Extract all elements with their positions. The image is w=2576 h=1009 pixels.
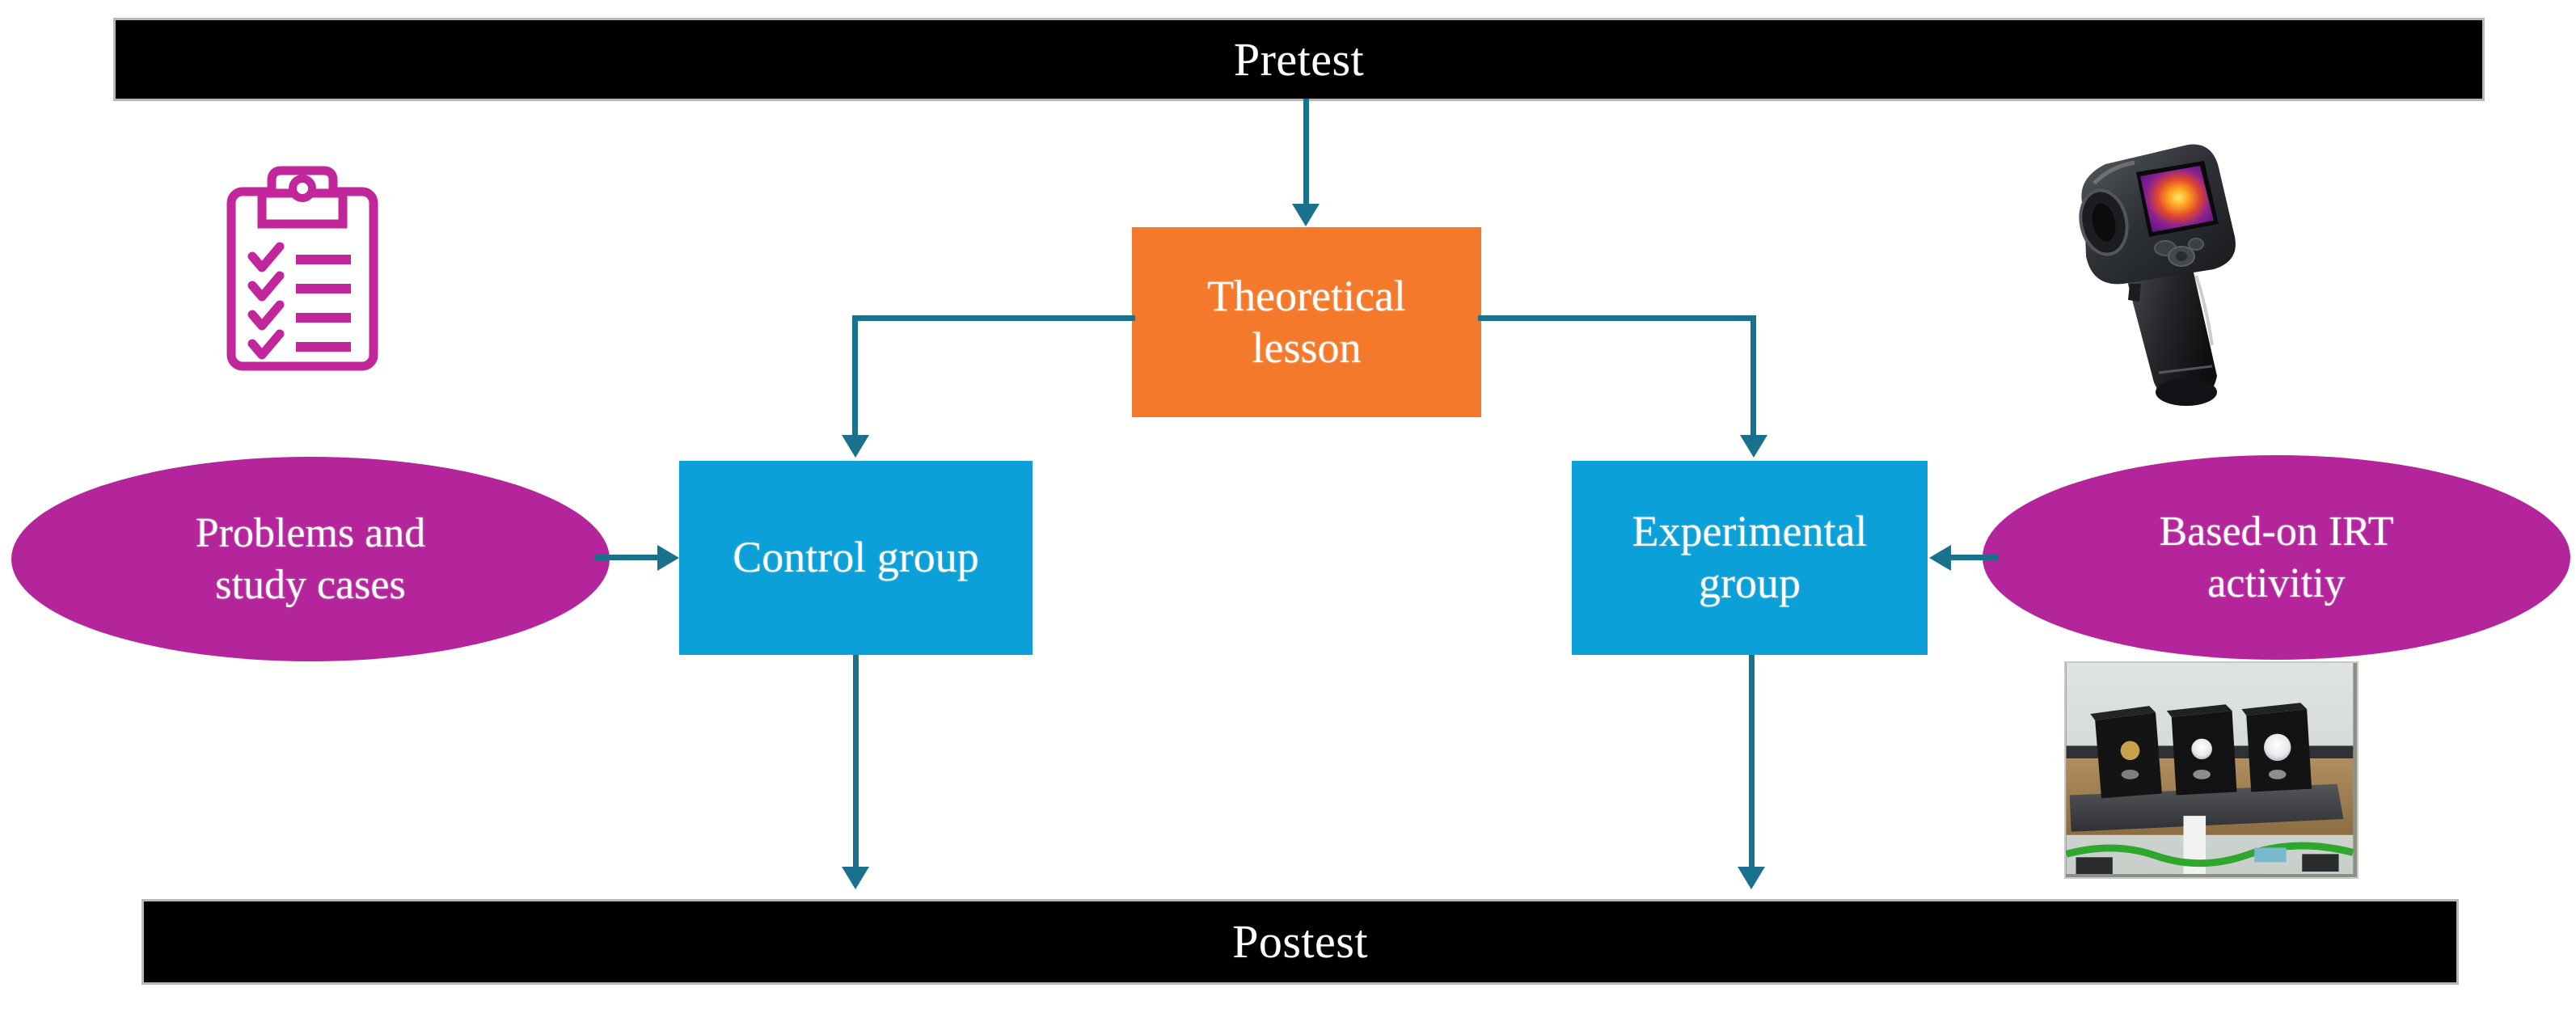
connector-theoretical-to-experimental-arrowhead <box>1740 435 1767 458</box>
connector-irt-to-experimental-arrowhead <box>1929 545 1951 571</box>
connector-problems-to-control-line <box>594 555 661 560</box>
pretest-banner: Pretest <box>116 20 2482 99</box>
irt-line1: Based-on IRT <box>2159 509 2394 555</box>
control-group-label: Control group <box>733 533 979 582</box>
connector-theoretical-to-experimental-horizontal <box>1478 315 1756 321</box>
experimental-group-line2: group <box>1699 559 1801 607</box>
connector-irt-to-experimental-line <box>1950 555 1999 560</box>
clipboard-checklist-icon <box>225 166 380 372</box>
theoretical-lesson-label: Theoretical lesson <box>1201 271 1413 374</box>
theoretical-lesson-line2: lesson <box>1252 323 1362 372</box>
connector-pretest-to-theoretical-arrowhead <box>1292 204 1320 226</box>
theoretical-lesson-line1: Theoretical <box>1207 271 1406 320</box>
connector-theoretical-to-control-vertical <box>852 315 858 435</box>
problems-line1: Problems and <box>195 510 426 557</box>
connector-pretest-to-theoretical-line <box>1303 99 1309 204</box>
thermal-camera-icon <box>2046 133 2268 412</box>
connector-theoretical-to-experimental-vertical <box>1750 315 1756 435</box>
irt-line2: activitiy <box>2207 559 2346 606</box>
experimental-group-line1: Experimental <box>1632 507 1868 556</box>
problems-and-study-cases-ellipse[interactable]: Problems and study cases <box>11 457 610 661</box>
pretest-label: Pretest <box>1233 32 1365 86</box>
connector-theoretical-to-control-horizontal <box>852 315 1135 321</box>
experimental-group-box[interactable]: Experimental group <box>1572 461 1928 655</box>
lab-setup-photo <box>2064 661 2359 879</box>
control-group-box[interactable]: Control group <box>679 461 1033 655</box>
connector-theoretical-to-control-arrowhead <box>842 435 869 458</box>
based-on-irt-activity-ellipse[interactable]: Based-on IRT activitiy <box>1983 455 2570 660</box>
postest-banner: Postest <box>144 901 2456 982</box>
connector-experimental-to-postest-line <box>1749 655 1755 867</box>
connector-experimental-to-postest-arrowhead <box>1738 867 1765 889</box>
irt-ellipse-label: Based-on IRT activitiy <box>2159 506 2393 609</box>
postest-label: Postest <box>1232 915 1368 968</box>
problems-ellipse-label: Problems and study cases <box>196 508 426 610</box>
experimental-group-label: Experimental group <box>1626 506 1874 609</box>
problems-line2: study cases <box>215 561 406 608</box>
connector-control-to-postest-line <box>853 655 859 867</box>
connector-problems-to-control-arrowhead <box>657 545 679 571</box>
connector-control-to-postest-arrowhead <box>842 867 869 889</box>
theoretical-lesson-box[interactable]: Theoretical lesson <box>1132 227 1481 417</box>
